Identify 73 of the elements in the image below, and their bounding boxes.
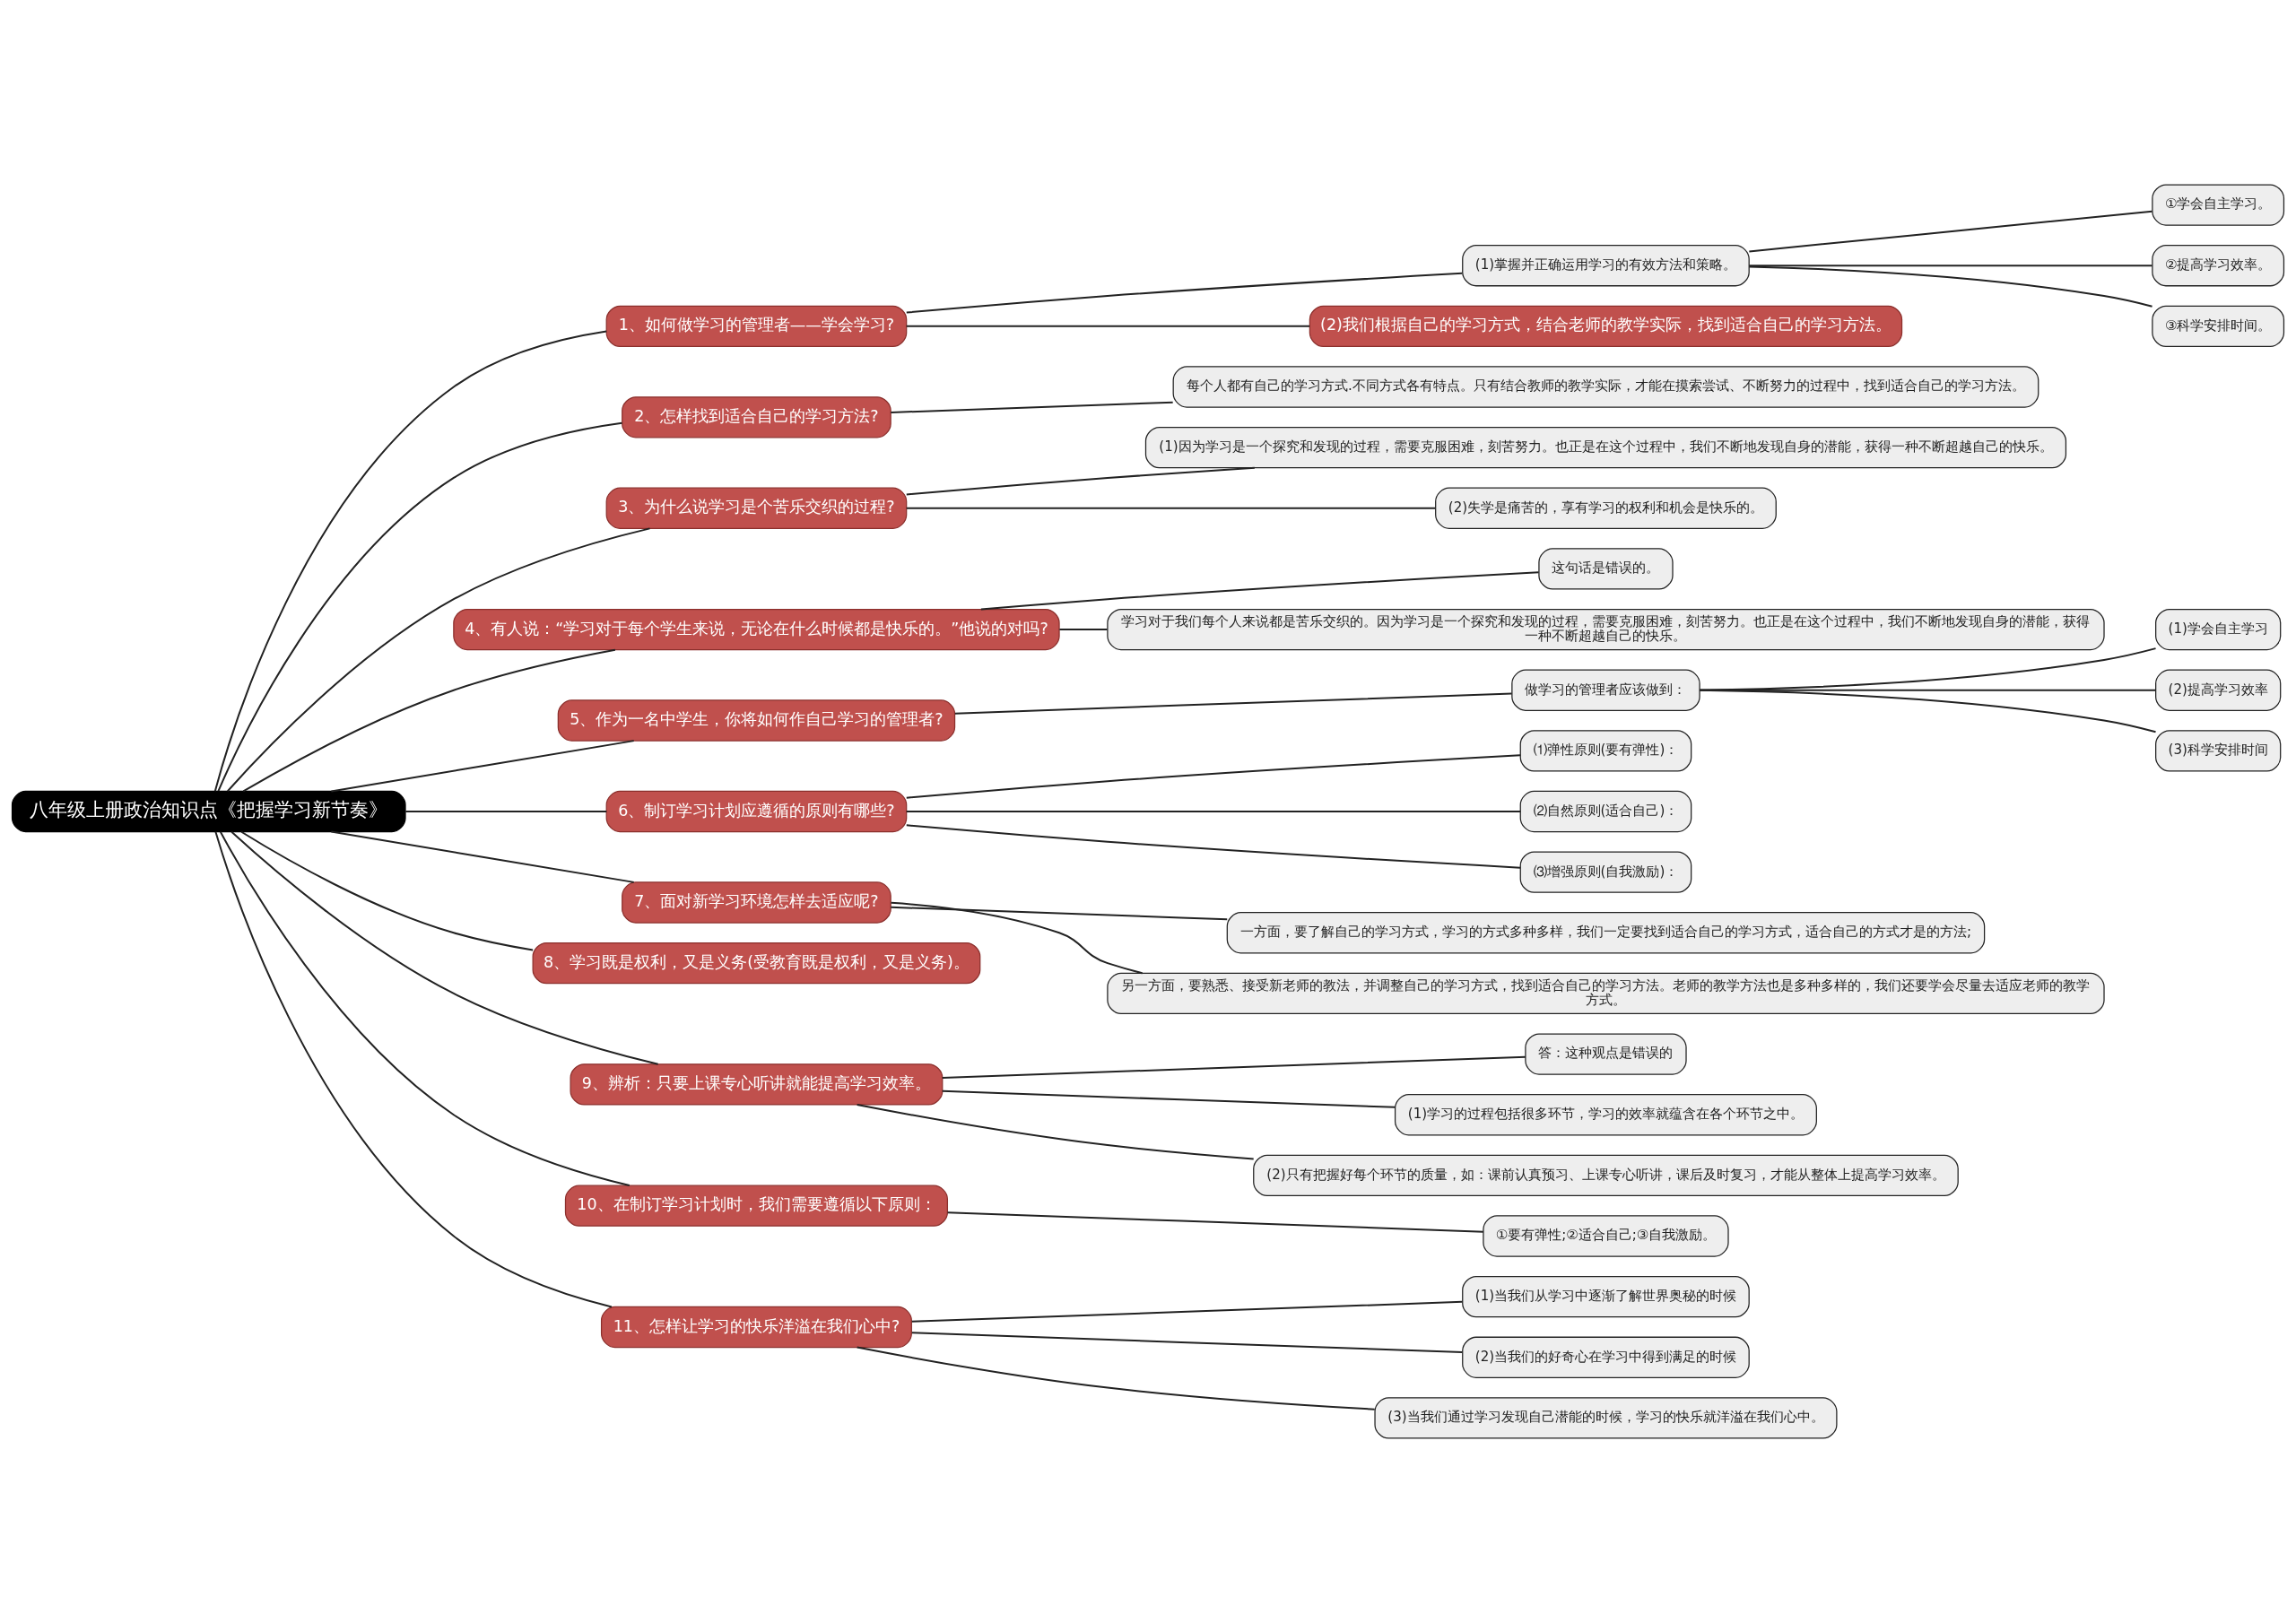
connector xyxy=(941,1055,1526,1079)
connector xyxy=(905,325,1310,327)
connector xyxy=(979,571,1540,611)
connector xyxy=(217,421,623,793)
connector xyxy=(330,830,635,883)
connector xyxy=(214,830,613,1308)
connector xyxy=(1748,210,2153,253)
connector xyxy=(905,754,1521,799)
node-box: (3)科学安排时间 xyxy=(2155,730,2282,772)
node-box: 八年级上册政治知识点《把握学习新节奏》 xyxy=(11,790,406,833)
node-box: ①要有弹性;②适合自己;③自我激励。 xyxy=(1483,1215,1729,1257)
node-box: 做学习的管理者应该做到： xyxy=(1511,669,1700,711)
connector xyxy=(905,824,1521,869)
connector xyxy=(404,811,608,812)
node-box: 3、为什么说学习是个苦乐交织的过程? xyxy=(605,487,908,529)
connector xyxy=(905,272,1464,314)
connector xyxy=(1699,689,2157,733)
node-box: (1)掌握并正确运用学习的有效方法和策略。 xyxy=(1462,245,1750,287)
node-box: 4、有人说：“学习对于每个学生来说，无论在什么时候都是快乐的。”他说的对吗? xyxy=(453,608,1060,651)
node-box: ③科学安排时间。 xyxy=(2152,305,2285,348)
node-box: 这句话是错误的。 xyxy=(1538,548,1674,590)
connector xyxy=(240,830,535,951)
node-box: (2)只有把握好每个环节的质量，如：课前认真预习、上课专心听讲，课后及时复习，才能从整体上提高学习效率。 xyxy=(1253,1154,1959,1197)
connector xyxy=(905,507,1437,509)
connector xyxy=(856,1104,1255,1160)
node-box: ⑴弹性原则(要有弹性)： xyxy=(1519,730,1692,772)
node-box: 另一方面，要熟悉、接受新老师的教法，并调整自己的学习方式，找到适合自己的学习方法。老师的教学方法也是多种多样的，我们还要学会尽量去适应老师的教学方式。 xyxy=(1107,972,2105,1015)
node-box: ⑶增强原则(自我激励)： xyxy=(1519,851,1692,893)
node-box: 10、在制订学习计划时，我们需要遵循以下原则： xyxy=(564,1185,949,1227)
node-box: (2)失学是痛苦的，享有学习的权利和机会是快乐的。 xyxy=(1435,487,1777,529)
connector xyxy=(330,740,635,793)
connector xyxy=(905,811,1522,812)
connector xyxy=(242,648,616,793)
node-box: (3)当我们通过学习发现自己潜能的时候，学习的快乐就洋溢在我们心中。 xyxy=(1374,1397,1838,1439)
connector xyxy=(856,1346,1376,1410)
connector xyxy=(230,830,659,1065)
connector xyxy=(953,692,1513,715)
node-box: 5、作为一名中学生，你将如何作自己学习的管理者? xyxy=(557,699,956,742)
node-box: ⑵自然原则(适合自己)： xyxy=(1519,790,1692,833)
node-box: (1)当我们从学习中逐渐了解世界奥秘的时候 xyxy=(1462,1275,1750,1318)
node-box: (1)学会自主学习 xyxy=(2155,608,2282,651)
connector xyxy=(1058,629,1109,631)
connector xyxy=(890,906,1229,921)
node-box: 答：这种观点是错误的 xyxy=(1525,1033,1687,1075)
node-box: ①学会自主学习。 xyxy=(2152,184,2285,226)
node-box: 一方面，要了解自己的学习方式，学习的方式多种多样，我们一定要找到适合自己的学习方式，适合自己的方式才是的方法; xyxy=(1226,912,1986,954)
node-box: ②提高学习效率。 xyxy=(2152,245,2285,287)
node-box: (2)提高学习效率 xyxy=(2155,669,2282,711)
node-box: (2)当我们的好奇心在学习中得到满足的时候 xyxy=(1462,1336,1750,1378)
node-box: (1)学习的过程包括很多环节，学习的效率就蕴含在各个环节之中。 xyxy=(1394,1094,1817,1136)
node-box: 6、制订学习计划应遵循的原则有哪些? xyxy=(605,790,908,833)
connector xyxy=(226,527,651,793)
connector xyxy=(910,1300,1464,1323)
connector xyxy=(219,830,631,1187)
node-box: 8、学习既是权利，又是义务(受教育既是权利，又是义务)。 xyxy=(532,942,981,985)
node-box: 每个人都有自己的学习方式.不同方式各有特点。只有结合教师的教学实际，才能在摸索尝试、不断努力的过程中，找到适合自己的学习方法。 xyxy=(1172,366,2039,408)
node-box: (1)因为学习是一个探究和发现的过程，需要克服困难，刻苦努力。也正是在这个过程中，我们不断地发现自身的潜能，获得一种不断超越自己的快乐。 xyxy=(1144,426,2067,469)
connector xyxy=(1748,265,2153,308)
connector xyxy=(910,1332,1464,1354)
connector xyxy=(890,401,1174,413)
node-box: 1、如何做学习的管理者——学会学习? xyxy=(605,305,908,348)
node-box: 7、面对新学习环境怎样去适应呢? xyxy=(622,881,891,924)
connector xyxy=(946,1211,1484,1233)
node-box: 11、怎样让学习的快乐洋溢在我们心中? xyxy=(600,1306,912,1349)
connector xyxy=(1748,265,2153,267)
node-box: 2、怎样找到适合自己的学习方法? xyxy=(622,396,891,438)
connector xyxy=(941,1089,1396,1108)
connector xyxy=(213,330,608,793)
node-box: 9、辨析：只要上课专心听讲就能提高学习效率。 xyxy=(570,1063,944,1106)
connector xyxy=(905,466,1256,496)
node-box: 学习对于我们每个人来说都是苦乐交织的。因为学习是一个探究和发现的过程，需要克服困难，刻苦努力。也正是在这个过程中，我们不断地发现自身的潜能，获得一种不断超越自己的快乐。 xyxy=(1107,608,2105,651)
node-box: (2)我们根据自己的学习方式，结合老师的教学实际，找到适合自己的学习方法。 xyxy=(1309,305,1903,348)
connector xyxy=(890,901,1144,975)
